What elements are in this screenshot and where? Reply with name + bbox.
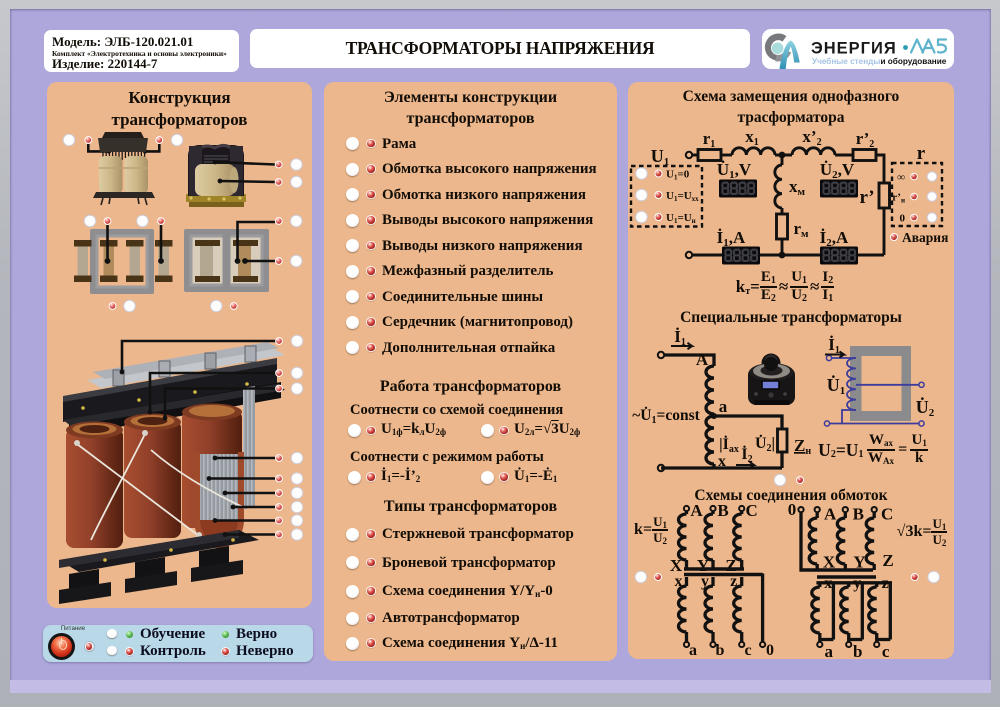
svg-text:r’2: r’2 bbox=[856, 129, 875, 150]
svg-text:c: c bbox=[744, 642, 751, 659]
svg-text:U1=Uхх: U1=Uхх bbox=[666, 190, 699, 203]
svg-text:x: x bbox=[675, 573, 683, 590]
svg-text:İ1: İ1 bbox=[674, 327, 686, 348]
svg-text:ЭНЕРГИЯ: ЭНЕРГИЯ bbox=[811, 40, 897, 58]
svg-text:x: x bbox=[718, 453, 726, 470]
svg-text:U̇2|: U̇2| bbox=[755, 433, 775, 454]
svg-text:Учебные стенды: Учебные стенды bbox=[812, 56, 880, 66]
svg-text:A: A bbox=[696, 350, 709, 369]
svg-text:xм: xм bbox=[789, 177, 806, 198]
svg-text:U̇1: U̇1 bbox=[827, 375, 846, 397]
svg-text:Z: Z bbox=[882, 551, 893, 570]
svg-text:0: 0 bbox=[766, 642, 774, 659]
svg-text:y: y bbox=[701, 573, 709, 590]
svg-text:U1: U1 bbox=[651, 146, 670, 168]
svg-text:r: r bbox=[917, 143, 926, 164]
svg-text:a: a bbox=[825, 642, 834, 661]
svg-text:r’н: r’н bbox=[892, 192, 905, 205]
svg-text:|İax: |İax bbox=[719, 434, 739, 455]
svg-text:x1: x1 bbox=[745, 127, 759, 148]
svg-text:U1=Uн: U1=Uн bbox=[666, 212, 696, 225]
svg-text:y: y bbox=[853, 575, 861, 592]
svg-text:U̇2,V: U̇2,V bbox=[820, 160, 855, 181]
svg-text:~U̇1=const: ~U̇1=const bbox=[632, 406, 700, 426]
svg-text:C: C bbox=[746, 501, 758, 520]
svg-text:0: 0 bbox=[788, 500, 797, 519]
svg-text:z: z bbox=[882, 575, 889, 592]
svg-text:r1: r1 bbox=[703, 129, 716, 150]
svg-text:A: A bbox=[824, 505, 837, 524]
svg-text:X: X bbox=[670, 556, 683, 575]
svg-text:Zн: Zн bbox=[794, 436, 811, 457]
svg-text:c: c bbox=[882, 642, 890, 661]
svg-text:U̇1,V: U̇1,V bbox=[717, 160, 752, 181]
svg-text:B: B bbox=[853, 505, 864, 524]
svg-text:İ1,A: İ1,A bbox=[717, 228, 746, 249]
svg-text:Z: Z bbox=[725, 556, 736, 575]
svg-text:r’: r’ bbox=[859, 187, 874, 208]
svg-text:a: a bbox=[719, 397, 728, 416]
svg-text:Y: Y bbox=[853, 553, 865, 572]
svg-text:и оборудование: и оборудование bbox=[881, 56, 947, 66]
svg-text:∞: ∞ bbox=[897, 172, 905, 184]
svg-text:B: B bbox=[717, 501, 728, 520]
svg-text:x: x bbox=[824, 575, 832, 592]
svg-text:a: a bbox=[689, 642, 697, 659]
svg-text:C: C bbox=[881, 505, 893, 524]
svg-text:z: z bbox=[730, 573, 737, 590]
svg-text:İ1: İ1 bbox=[828, 335, 840, 356]
svg-text:X: X bbox=[823, 553, 836, 572]
svg-text:0: 0 bbox=[900, 213, 906, 225]
svg-text:A: A bbox=[690, 501, 703, 520]
svg-text:U1=0: U1=0 bbox=[666, 169, 690, 182]
svg-text:rм: rм bbox=[793, 219, 809, 240]
svg-text:U̇2: U̇2 bbox=[916, 397, 935, 419]
svg-text:b: b bbox=[853, 642, 862, 661]
svg-text:x’2: x’2 bbox=[802, 127, 821, 148]
svg-text:Авария: Авария bbox=[902, 230, 948, 245]
svg-text:İ2,A: İ2,A bbox=[820, 228, 849, 249]
svg-text:İ2: İ2 bbox=[741, 444, 752, 465]
svg-text:b: b bbox=[716, 642, 725, 659]
